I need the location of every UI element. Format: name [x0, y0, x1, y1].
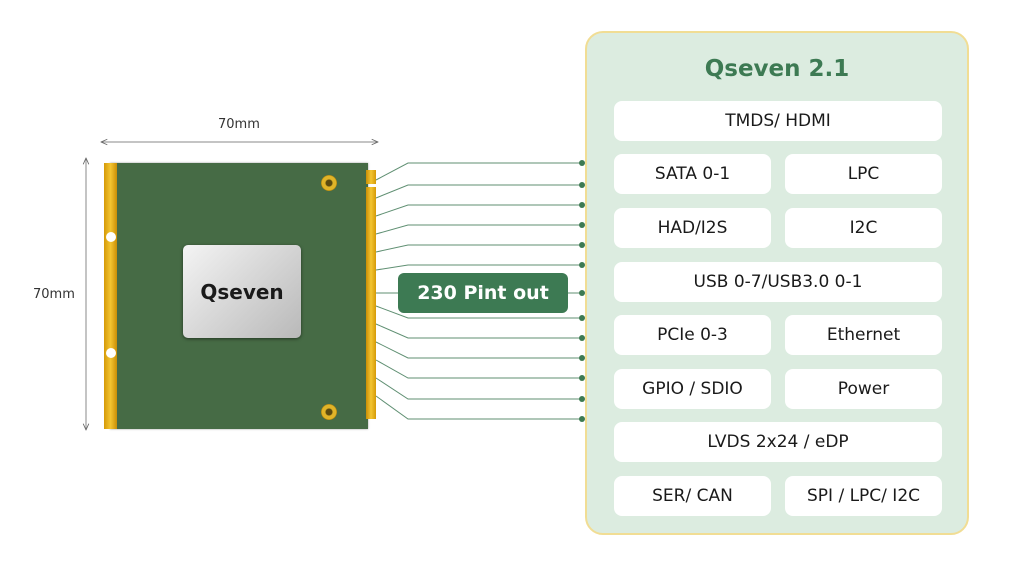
- spec-panel-title: Qseven 2.1: [704, 56, 850, 82]
- spec-cell-pcie: PCIe 0-3: [614, 315, 771, 355]
- connector-wires: [375, 162, 582, 420]
- spec-cell-ser-can: SER/ CAN: [614, 476, 771, 516]
- board-left-edge: [104, 163, 117, 429]
- qseven-chip: Qseven: [183, 245, 301, 338]
- spec-cell-gpio-sdio: GPIO / SDIO: [614, 369, 771, 409]
- board-notch-top: [106, 232, 116, 242]
- spec-cell-sata: SATA 0-1: [614, 154, 771, 194]
- spec-cell-lvds-edp: LVDS 2x24 / eDP: [614, 422, 942, 462]
- spec-cell-i2c: I2C: [785, 208, 942, 248]
- pinout-badge: 230 Pint out: [398, 273, 568, 313]
- connector-dots: [579, 160, 585, 422]
- width-dimension-label: 70mm: [218, 117, 260, 132]
- mounting-hole-top: [321, 175, 337, 191]
- spec-cell-tmds-hdmi: TMDS/ HDMI: [614, 101, 942, 141]
- board-edge-connector: [366, 187, 376, 419]
- board-edge-connector-key: [366, 170, 376, 184]
- spec-cell-lpc: LPC: [785, 154, 942, 194]
- spec-cell-ethernet: Ethernet: [785, 315, 942, 355]
- mounting-hole-bottom: [321, 404, 337, 420]
- board-notch-bottom: [106, 348, 116, 358]
- height-dimension-label: 70mm: [33, 287, 75, 302]
- spec-cell-spi-lpc-i2c: SPI / LPC/ I2C: [785, 476, 942, 516]
- spec-cell-usb: USB 0-7/USB3.0 0-1: [614, 262, 942, 302]
- spec-cell-had-i2s: HAD/I2S: [614, 208, 771, 248]
- spec-cell-power: Power: [785, 369, 942, 409]
